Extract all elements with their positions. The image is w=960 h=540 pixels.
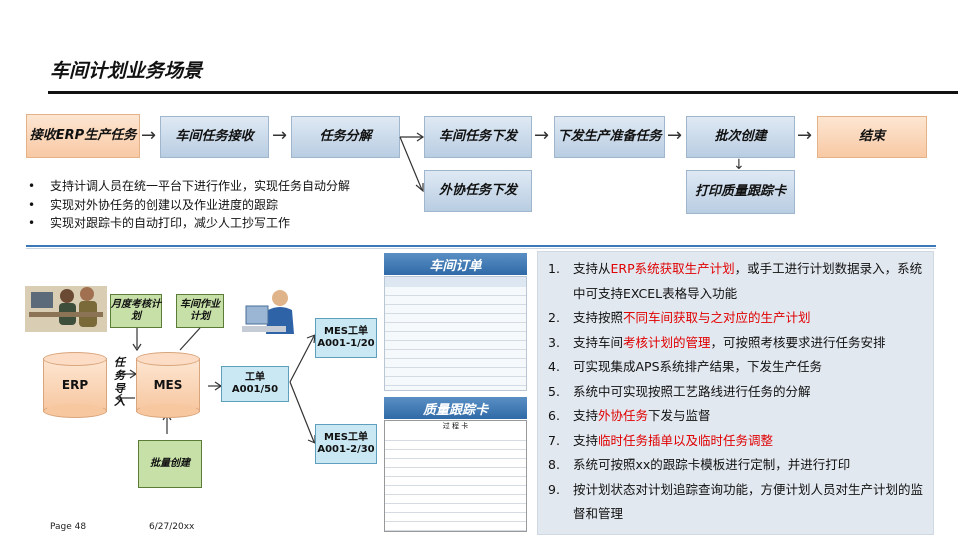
feature-item: 2. 支持按照不同车间获取与之对应的生产计划 bbox=[548, 306, 928, 331]
split-connector bbox=[289, 334, 316, 444]
feature-text: 可实现集成APS系统排产结果，下发生产任务 bbox=[573, 359, 823, 374]
feature-item: 9. 按计划状态对计划追踪查询功能，方便计划人员对生产计划的监督和管理 bbox=[548, 478, 928, 527]
feature-number: 4. bbox=[548, 359, 560, 374]
highlighted-text: 临时任务插单以及临时任务调整 bbox=[598, 432, 774, 448]
feature-item: 4. 可实现集成APS系统排产结果，下发生产任务 bbox=[548, 355, 928, 380]
feature-number: 3. bbox=[548, 334, 560, 350]
feature-text: 下发与监督 bbox=[648, 408, 711, 423]
arrow-right-icon: → bbox=[534, 125, 550, 146]
flow-step-shop-receive: 车间任务接收 bbox=[160, 116, 269, 158]
arrow-right-icon: → bbox=[141, 125, 157, 146]
arrow-right-icon: → bbox=[667, 125, 683, 146]
feature-item: 7. 支持临时任务插单以及临时任务调整 bbox=[548, 429, 928, 454]
feature-number: 9. bbox=[548, 481, 560, 497]
section-divider bbox=[26, 245, 936, 249]
feature-item: 1. 支持从ERP系统获取生产计划，或手工进行计划数据录入，系统中可支持EXCEL… bbox=[548, 257, 928, 306]
flow-step-shop-dispatch: 车间任务下发 bbox=[424, 116, 532, 158]
feature-item: 3. 支持车间考核计划的管理，可按照考核要求进行任务安排 bbox=[548, 331, 928, 356]
feature-number: 7. bbox=[548, 432, 560, 448]
footer-date: 6/27/20xx bbox=[149, 522, 195, 532]
monthly-plan-box: 月度考核计划 bbox=[110, 294, 162, 328]
feature-text: 支持车间 bbox=[573, 334, 624, 350]
feature-number: 5. bbox=[548, 383, 560, 399]
feature-bullets: 支持计调人员在统一平台下进行作业，实现任务自动分解 实现对外协任务的创建以及作业… bbox=[28, 177, 350, 233]
arrow-right-icon: → bbox=[797, 125, 813, 146]
arrow-right-icon: → bbox=[272, 125, 288, 146]
shop-plan-box: 车间作业计划 bbox=[176, 294, 224, 328]
page-number: Page 48 bbox=[50, 522, 87, 532]
flow-step-batch-create: 批次创建 bbox=[686, 116, 795, 158]
highlighted-text: 外协任务 bbox=[598, 408, 649, 423]
branch-connector bbox=[399, 132, 425, 193]
bullet-item: 实现对跟踪卡的自动打印，减少人工抄写工作 bbox=[28, 214, 350, 233]
flow-step-end: 结束 bbox=[817, 116, 927, 158]
feature-text: 系统中可实现按照工艺路线进行任务的分解 bbox=[573, 383, 811, 399]
computer-user-icon bbox=[242, 290, 294, 334]
office-workers-icon bbox=[25, 286, 107, 332]
highlighted-text: 不同车间获取与之对应的生产计划 bbox=[623, 310, 811, 325]
feature-number: 2. bbox=[548, 310, 560, 325]
flow-step-print-card: 打印质量跟踪卡 bbox=[686, 170, 795, 214]
bullet-item: 实现对外协任务的创建以及作业进度的跟踪 bbox=[28, 196, 350, 215]
erp-database: ERP bbox=[43, 352, 107, 418]
feature-text: 系统可按照xx的跟踪卡模板进行定制，并进行打印 bbox=[573, 457, 851, 472]
mes-database: MES bbox=[136, 352, 200, 418]
features-panel bbox=[537, 251, 934, 535]
feature-item: 5. 系统中可实现按照工艺路线进行任务的分解 bbox=[548, 380, 928, 405]
feature-number: 1. bbox=[548, 261, 560, 276]
feature-text: 支持从 bbox=[573, 261, 611, 276]
feature-text: ，可按照考核要求进行任务安排 bbox=[710, 334, 886, 350]
task-import-label: 任务导入 bbox=[114, 356, 125, 408]
feature-text: 支持按照 bbox=[573, 310, 624, 325]
quality-card-thumbnail: 过 程 卡 bbox=[384, 420, 527, 532]
feature-text: ，或手工进行计划数据录入，系统中可支持EXCEL表格导入功能 bbox=[573, 261, 923, 301]
bullet-item: 支持计调人员在统一平台下进行作业，实现任务自动分解 bbox=[28, 177, 350, 196]
mes-work-order-1: MES工单A001-1/20 bbox=[315, 318, 377, 358]
feature-text: 按计划状态对计划追踪查询功能，方便计划人员对生产计划的监督和管理 bbox=[573, 481, 924, 522]
title-divider bbox=[48, 91, 958, 94]
highlighted-text: ERP系统获取生产计划 bbox=[610, 261, 735, 276]
highlighted-text: 考核计划的管理 bbox=[623, 334, 711, 350]
shop-order-header: 车间订单 bbox=[384, 253, 527, 275]
features-list: 1. 支持从ERP系统获取生产计划，或手工进行计划数据录入，系统中可支持EXCEL… bbox=[548, 257, 928, 527]
diagram-connectors bbox=[114, 327, 223, 434]
arrow-down-icon: ↓ bbox=[733, 157, 745, 173]
feature-text: 支持 bbox=[573, 432, 599, 448]
flow-step-prep-task: 下发生产准备任务 bbox=[554, 116, 665, 158]
erp-label: ERP bbox=[61, 378, 89, 392]
shop-order-thumbnail bbox=[384, 276, 527, 391]
feature-item: 6. 支持外协任务下发与监督 bbox=[548, 404, 928, 429]
card-heading: 过 程 卡 bbox=[442, 422, 469, 430]
quality-card-header: 质量跟踪卡 bbox=[384, 397, 527, 419]
page-title: 车间计划业务场景 bbox=[50, 60, 203, 82]
feature-number: 6. bbox=[548, 408, 560, 423]
feature-number: 8. bbox=[548, 457, 560, 472]
feature-item: 8. 系统可按照xx的跟踪卡模板进行定制，并进行打印 bbox=[548, 453, 928, 478]
feature-text: 支持 bbox=[573, 408, 599, 423]
flow-step-outsource: 外协任务下发 bbox=[424, 170, 532, 212]
mes-work-order-2: MES工单A001-2/30 bbox=[315, 424, 377, 464]
flow-step-receive-erp: 接收ERP生产任务 bbox=[26, 114, 140, 158]
mes-label: MES bbox=[153, 378, 183, 392]
work-order-box: 工单A001/50 bbox=[221, 366, 289, 402]
flow-step-decompose: 任务分解 bbox=[291, 116, 400, 158]
batch-create-box: 批量创建 bbox=[138, 440, 202, 488]
